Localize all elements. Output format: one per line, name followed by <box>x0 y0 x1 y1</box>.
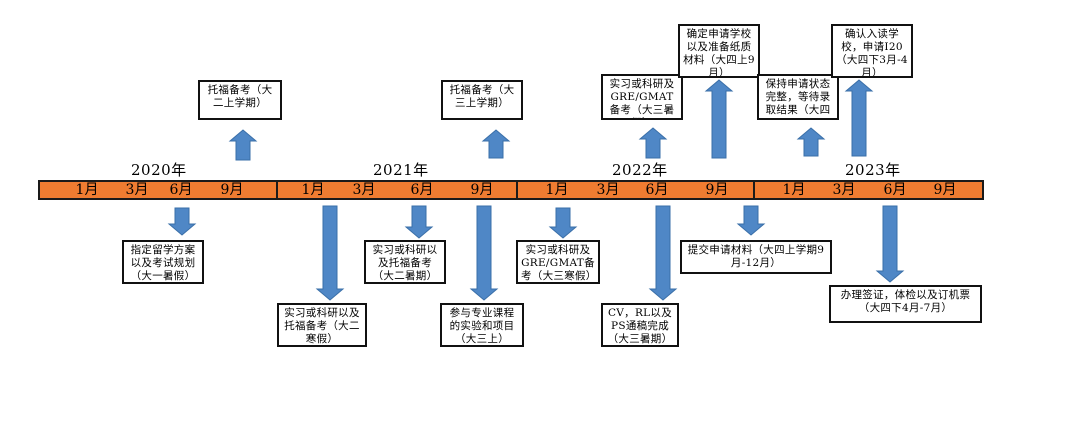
event-box-toefl-sophomore-first: 托福备考（大二上学期） <box>198 80 282 120</box>
month-label: 9月 <box>933 182 957 198</box>
event-box-intern-toefl-soph-summer: 实习或科研以及托福备考（大二暑期） <box>364 240 446 284</box>
event-box-intern-toefl-soph-winter: 实习或科研以及托福备考（大二寒假） <box>277 303 367 347</box>
down-arrow-submit-application <box>736 205 766 236</box>
down-arrow-cv-rl-ps <box>648 205 678 301</box>
month-label: 6月 <box>410 182 434 198</box>
month-label: 3月 <box>125 182 149 198</box>
up-arrow-intern-gre-junior-summer <box>638 127 668 159</box>
down-arrow-major-courses-projects <box>469 205 499 301</box>
down-arrow-intern-toefl-soph-summer <box>404 205 434 239</box>
down-arrow-plan-study-abroad <box>167 207 197 236</box>
month-label: 9月 <box>470 182 494 198</box>
event-box-toefl-junior-first: 托福备考（大三上学期） <box>441 80 523 120</box>
up-arrow-toefl-junior-first <box>481 129 511 159</box>
year-label-2022: 2022年 <box>612 161 668 179</box>
up-arrow-confirm-enrollment-i20 <box>844 79 874 157</box>
year-label-2023: 2023年 <box>845 161 901 179</box>
month-label: 3月 <box>596 182 620 198</box>
month-label: 1月 <box>301 182 325 198</box>
event-box-plan-study-abroad: 指定留学方案以及考试规划（大一暑假） <box>122 240 204 284</box>
up-arrow-keep-status-wait <box>796 127 826 157</box>
event-box-keep-status-wait: 保持申请状态完整，等待录取结果（大四 <box>757 74 839 120</box>
up-arrow-toefl-sophomore-first <box>228 129 258 161</box>
month-label: 9月 <box>220 182 244 198</box>
event-box-intern-gre-junior-summer: 实习或科研及GRE/GMAT备考（大三暑假） <box>601 74 683 120</box>
month-label: 6月 <box>169 182 193 198</box>
up-arrow-confirm-school-materials <box>704 79 734 159</box>
month-label: 9月 <box>705 182 729 198</box>
event-box-submit-application: 提交申请材料（大四上学期9月-12月） <box>680 240 832 274</box>
year-label-2021: 2021年 <box>373 161 429 179</box>
timeline-segment-2023 <box>753 180 984 200</box>
down-arrow-intern-gre-junior-winter <box>548 207 578 239</box>
event-box-confirm-enrollment-i20: 确认入读学校，申请I20（大四下3月-4月） <box>831 24 913 78</box>
event-box-confirm-school-materials: 确定申请学校以及准备纸质材料（大四上9月） <box>678 24 760 78</box>
year-label-2020: 2020年 <box>131 161 187 179</box>
month-label: 1月 <box>545 182 569 198</box>
down-arrow-intern-toefl-soph-winter <box>315 205 345 301</box>
month-label: 1月 <box>75 182 99 198</box>
down-arrow-visa-medical-ticket <box>875 205 905 283</box>
month-label: 3月 <box>832 182 856 198</box>
month-label: 3月 <box>352 182 376 198</box>
event-box-major-courses-projects: 参与专业课程的实验和项目（大三上） <box>440 303 524 347</box>
event-box-intern-gre-junior-winter: 实习或科研及GRE/GMAT备考（大三寒假） <box>516 240 600 284</box>
event-box-visa-medical-ticket: 办理签证，体检以及订机票（大四下4月-7月） <box>829 285 982 323</box>
month-label: 1月 <box>782 182 806 198</box>
event-box-cv-rl-ps: CV，RL以及PS通稿完成（大三暑期） <box>601 303 679 347</box>
month-label: 6月 <box>645 182 669 198</box>
month-label: 6月 <box>883 182 907 198</box>
